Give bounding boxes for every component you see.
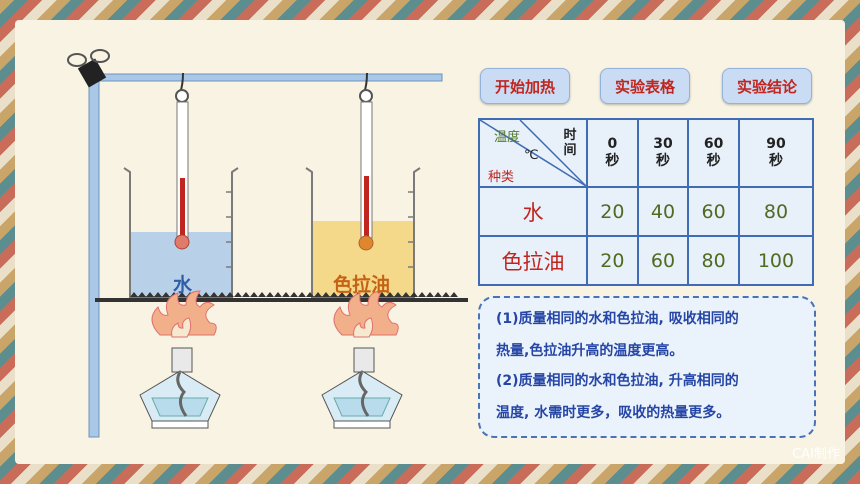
thermometer-left — [174, 89, 190, 250]
table-cell: 80 — [737, 186, 815, 237]
corner-temp: 温度 — [494, 130, 521, 145]
corner-time: 时间 — [563, 128, 577, 158]
alcohol-lamp-left — [139, 290, 221, 429]
stand-rod — [88, 71, 100, 438]
conclusion-box: (1)质量相同的水和色拉油, 吸收相同的 热量,色拉油升高的温度更高。 (2)质… — [478, 296, 816, 438]
experiment-apparatus — [67, 49, 468, 438]
corner-kind: 种类 — [488, 170, 515, 185]
table-cell: 80 — [687, 235, 740, 286]
beaker-label-oil: 色拉油 — [333, 274, 391, 296]
conclusion-line-1: (1)质量相同的水和色拉油, 吸收相同的 — [496, 311, 739, 327]
binder-clip-icon — [67, 49, 110, 88]
table-cell: 20 — [586, 186, 639, 237]
stand-arm — [91, 73, 443, 82]
experiment-table-button[interactable]: 实验表格 — [600, 68, 690, 104]
corner-unit: ℃ — [524, 148, 539, 163]
table-corner-cell: 温度 ℃ 种类 时间 — [478, 118, 588, 188]
experiment-conclusion-button[interactable]: 实验结论 — [722, 68, 812, 104]
beaker-label-water: 水 — [173, 274, 193, 296]
table-cell: 100 — [737, 235, 815, 286]
row-name-water: 水 — [478, 186, 588, 237]
table-cell: 60 — [636, 235, 690, 286]
conclusion-line-2: 热量,色拉油升高的温度更高。 — [496, 343, 684, 359]
row-name-oil: 色拉油 — [478, 235, 588, 286]
start-heating-button[interactable]: 开始加热 — [480, 68, 570, 104]
table-row: 水 20 40 60 80 — [478, 186, 815, 237]
conclusion-line-4: 温度, 水需时更多，吸收的热量更多。 — [496, 405, 731, 421]
table-cell: 20 — [586, 235, 639, 286]
thermometer-right — [358, 89, 374, 251]
conclusion-line-3: (2)质量相同的水和色拉油, 升高相同的 — [496, 373, 739, 389]
alcohol-lamp-right — [321, 290, 403, 429]
table-cell: 40 — [636, 186, 690, 237]
wire-gauze — [95, 298, 468, 302]
table-cell: 60 — [687, 186, 740, 237]
watermark: CAI制作 — [792, 447, 840, 462]
table-row: 色拉油 20 60 80 100 — [478, 235, 815, 286]
